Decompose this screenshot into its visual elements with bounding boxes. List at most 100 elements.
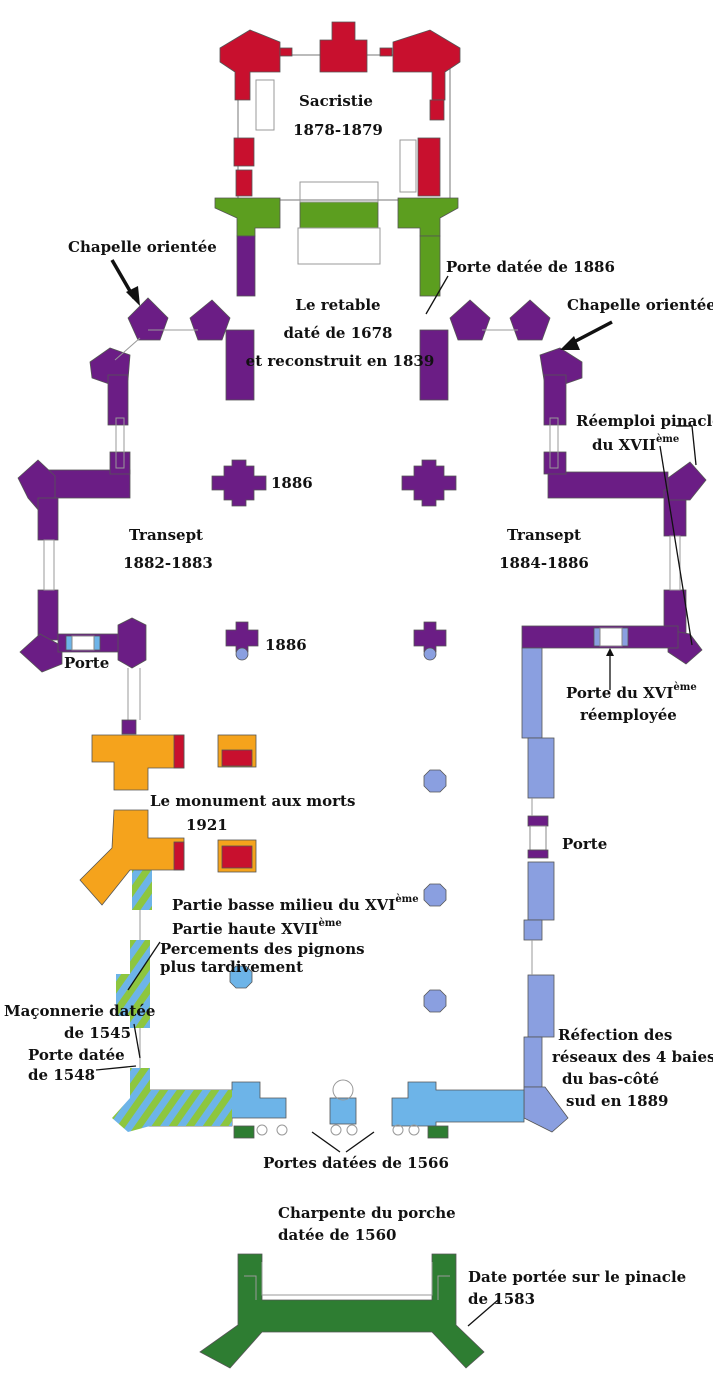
facade-central-pier — [329, 1097, 357, 1125]
south-aisle-wall-2 — [523, 919, 543, 941]
south-aisle-buttress-2 — [527, 861, 555, 921]
facade-base-right — [427, 1125, 449, 1139]
choeur-wall-east — [419, 235, 441, 297]
arrow-pinacle — [467, 1299, 499, 1327]
west-chapel-wall — [107, 374, 129, 426]
east-chapel-wall — [543, 374, 567, 426]
east-chapel-buttress-1 — [449, 299, 491, 341]
monument-block-north — [91, 734, 185, 791]
arrow-reemploi-2 — [659, 445, 693, 646]
label-porte-nord: Porte — [64, 654, 109, 672]
facade-central-pinnacle — [332, 1079, 354, 1101]
label-chapelle-droite: Chapelle orientée — [567, 296, 713, 314]
nef-walls — [147, 647, 569, 1139]
label-pilier-1886-b: 1886 — [265, 636, 307, 654]
label-maconnerie-2: de 1545 — [64, 1024, 131, 1042]
south-aisle-wall-3 — [523, 1036, 543, 1088]
label-porte-1548-2: de 1548 — [28, 1066, 95, 1084]
label-charpente-1: Charpente du porche — [278, 1204, 456, 1222]
south-aisle-wall-1 — [521, 647, 543, 739]
facade-west-right — [391, 1081, 525, 1127]
label-maconnerie-1: Maçonnerie datée — [4, 1002, 155, 1020]
porte-sud-lintel — [527, 815, 549, 827]
label-partie-basse: Partie basse milieu du XVIème — [172, 894, 419, 914]
south-aisle-buttress-3 — [527, 974, 555, 1038]
label-refection-1: Réfection des — [558, 1026, 672, 1044]
sacristie-buttress-north — [319, 21, 368, 73]
pointers — [95, 259, 697, 1327]
label-pilier-1886-a: 1886 — [271, 474, 313, 492]
label-charpente-2: datée de 1560 — [278, 1226, 396, 1244]
choeur-walls — [214, 181, 459, 297]
north-wall-buttress — [116, 940, 150, 1028]
north-wall-upper — [132, 870, 152, 910]
sacristie-corner-nw — [219, 29, 281, 101]
pier-base-west — [235, 647, 249, 661]
arrow-percements — [127, 941, 161, 991]
arrow-porte-1886 — [425, 275, 449, 315]
west-transept-wall-west-a — [37, 497, 59, 541]
monument-block-south — [79, 809, 185, 906]
label-pinacle-2: de 1583 — [468, 1290, 535, 1308]
east-chapel-buttress-2 — [509, 299, 551, 341]
arrow-maconnerie — [133, 1023, 141, 1059]
pier-east-south — [413, 621, 447, 653]
pier-1886-south-west — [225, 621, 259, 653]
sacristie-wall-west-1 — [233, 137, 255, 167]
west-transept-buttress-south — [117, 617, 147, 669]
label-porte-xvi-2: réemployée — [580, 706, 677, 724]
porte-sud-sill — [527, 849, 549, 859]
label-sacristie: Sacristie — [299, 92, 373, 110]
porche-structure — [199, 1253, 485, 1369]
label-refection-4: sud en 1889 — [566, 1092, 668, 1110]
nave-pier-east-2 — [423, 883, 447, 907]
west-transept-corner-sw — [19, 633, 63, 673]
sacristie-wall-east-2 — [429, 99, 445, 121]
choir-wall-west — [236, 235, 256, 297]
label-transept-gauche: Transept — [129, 526, 203, 544]
label-refection-2: réseaux des 4 baies — [552, 1048, 713, 1066]
monument-aux-morts — [79, 719, 257, 906]
arrow-portes-1566-a — [311, 1131, 341, 1153]
label-porte-1886: Porte datée de 1886 — [446, 258, 615, 276]
label-porte-sud: Porte — [562, 835, 607, 853]
nave-pier-east-1 — [423, 769, 447, 793]
choeur-corner-east — [397, 197, 459, 237]
sacristie-wall-west-2 — [235, 169, 253, 197]
choir-wall-west-low — [225, 329, 255, 401]
label-portes-1566: Portes datées de 1566 — [263, 1154, 449, 1172]
west-chapel-buttress-1 — [127, 297, 169, 341]
label-reemploi-1: Réemploi pinacles — [576, 412, 713, 430]
monument-pier-south-detail — [221, 845, 253, 869]
label-refection-3: du bas-côté — [562, 1070, 659, 1088]
label-retable-1: Le retable — [295, 296, 380, 314]
sacristie-wall-north-a — [279, 47, 293, 57]
label-pinacle-1: Date portée sur le pinacle — [468, 1268, 686, 1286]
west-crossing-buttress — [109, 451, 131, 475]
label-sacristie-date: 1878-1879 — [293, 121, 383, 139]
east-transept-corner-ne — [667, 461, 707, 501]
label-monument-1: Le monument aux morts — [150, 792, 355, 810]
east-transept-wall-north — [547, 471, 669, 499]
label-reemploi-2: du XVIIème — [592, 434, 679, 454]
label-chapelle-gauche: Chapelle orientée — [68, 238, 217, 256]
label-transept-droite-date: 1884-1886 — [499, 554, 589, 572]
arrow-chapelle-droite — [569, 320, 613, 346]
label-monument-2: 1921 — [186, 816, 228, 834]
label-porte-xvi-1: Porte du XVIème — [566, 682, 697, 702]
label-transept-gauche-date: 1882-1883 — [123, 554, 213, 572]
facade-base-left — [233, 1125, 255, 1139]
north-wall-corner — [112, 1068, 232, 1132]
sacristie-corner-ne — [392, 29, 461, 101]
choeur-step — [299, 201, 379, 229]
monument-link — [121, 719, 137, 735]
label-retable-3: et reconstruit en 1839 — [246, 352, 435, 370]
choir-wall-east-low — [419, 329, 449, 401]
sacristie-wall-east-1 — [417, 137, 441, 197]
north-wall-xvi — [112, 668, 232, 1132]
labels: Sacristie 1878-1879 Chapelle orientée Po… — [4, 92, 713, 1308]
arrow-portes-1566-b — [345, 1131, 375, 1153]
west-chapel-buttress-2 — [189, 299, 231, 341]
pier-1886-west — [211, 459, 267, 507]
label-porte-1548-1: Porte datée — [28, 1046, 125, 1064]
